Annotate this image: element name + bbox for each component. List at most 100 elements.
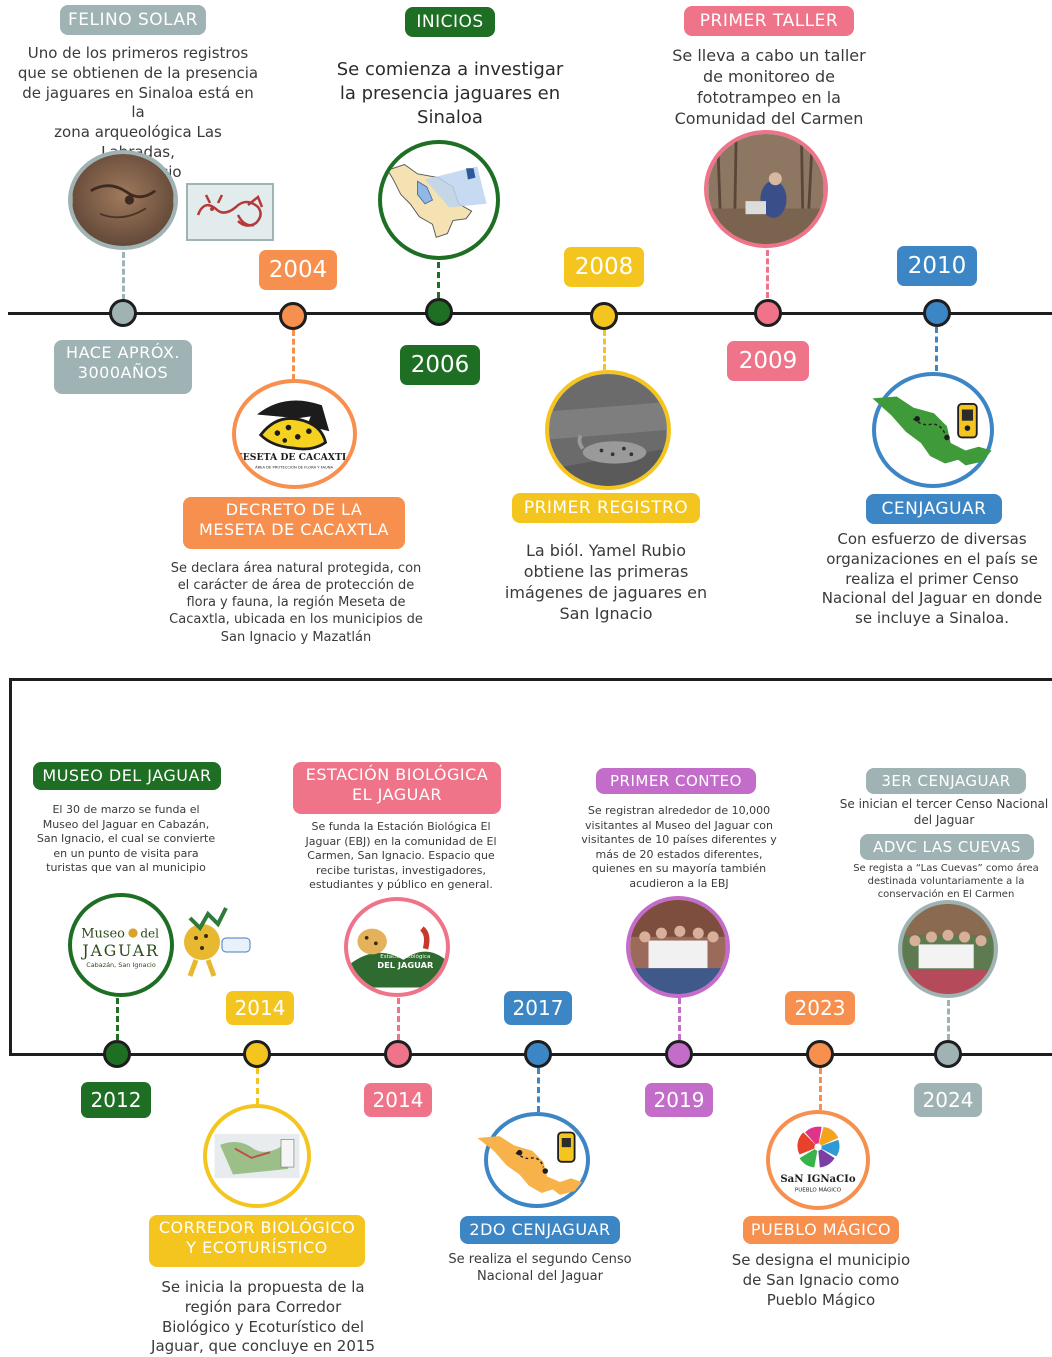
estacion-logo-line2: DEL JAGUAR [377, 960, 434, 970]
petroglyph-drawing-icon [186, 183, 274, 241]
inicios-tag: INICIOS [405, 7, 495, 37]
estacion-tag-line2: EL JAGUAR [352, 785, 442, 804]
estacion-tag-line1: ESTACIÓN BIOLÓGICA [305, 765, 489, 784]
pueblo-connector [819, 1068, 822, 1110]
museo-connector [116, 998, 119, 1040]
museo-logo-line2: JAGUAR [80, 941, 159, 960]
camera-trap-photo [545, 370, 671, 490]
segundo-connector [537, 1068, 540, 1112]
pueblo-logo-line2: PUEBLO MÁGICO [795, 1186, 842, 1193]
corredor-tag: CORREDOR BIOLÓGICO Y ECOTURÍSTICO [149, 1215, 365, 1267]
estacion-dot [384, 1040, 412, 1068]
estacion-tag: ESTACIÓN BIOLÓGICA EL JAGUAR [293, 762, 501, 814]
taller-connector [766, 250, 769, 298]
bottom-frame-top [9, 678, 1052, 681]
meseta-tag-line2: MESETA DE CACAXTLA [199, 520, 389, 539]
year-2014-estacion: 2014 [364, 1083, 432, 1117]
registro-dot [590, 302, 618, 330]
museo-logo-line1: Museo [81, 927, 125, 942]
tercer-text: Se inician el tercer Censo Nacional del … [839, 797, 1049, 827]
felino-date-line1: HACE APRÓX. [66, 343, 180, 362]
tercer-tag: 3ER CENJAGUAR [866, 768, 1026, 794]
year-2023: 2023 [785, 991, 855, 1025]
meseta-dot [279, 302, 307, 330]
taller-dot [754, 299, 782, 327]
meseta-tag-line1: DECRETO DE LA [225, 500, 363, 519]
segundo-tag: 2DO CENJAGUAR [460, 1216, 620, 1244]
corredor-tag-line2: Y ECOTURÍSTICO [186, 1238, 328, 1257]
cenjaguar-tag: CENJAGUAR [866, 494, 1002, 524]
pueblo-tag: PUEBLO MÁGICO [743, 1216, 899, 1244]
jaguar-mascot-icon [176, 898, 252, 982]
felino-dot [109, 299, 137, 327]
inicios-connector [437, 262, 440, 298]
year-2014-corredor: 2014 [226, 991, 294, 1025]
museo-dot [103, 1040, 131, 1068]
year-2010: 2010 [897, 246, 977, 286]
advc-group-photo [898, 900, 998, 998]
cenjaguar-dot [923, 299, 951, 327]
cenjaguar-text: Con esfuerzo de diversas organizaciones … [821, 530, 1043, 628]
meseta-connector [292, 330, 295, 380]
estacion-text: Se funda la Estación Biológica El Jaguar… [305, 820, 497, 892]
visitors-photo [626, 896, 730, 998]
registro-tag: PRIMER REGISTRO [512, 493, 700, 523]
mexico-gps-map [872, 372, 994, 488]
timeline-top-line [8, 312, 1052, 315]
estacion-connector [397, 998, 400, 1040]
bottom-frame-left [9, 678, 12, 1056]
year-2008: 2008 [564, 247, 644, 287]
taller-tag: PRIMER TALLER [684, 6, 854, 36]
year-2024: 2024 [914, 1083, 982, 1117]
felino-connector [122, 252, 125, 300]
taller-text: Se lleva a cabo un taller de monitoreo d… [672, 46, 866, 129]
rock-carving-photo [68, 150, 178, 250]
advc-tag: ADVC LAS CUEVAS [860, 834, 1034, 860]
year-2004-top: 2004 [259, 250, 337, 290]
advc-text: Se regista a “Las Cuevas” como área dest… [853, 863, 1039, 901]
year-2017: 2017 [504, 991, 572, 1025]
pueblo-dot [806, 1040, 834, 1068]
inicios-text: Se comienza a investigar la presencia ja… [336, 59, 564, 128]
conteo-dot [665, 1040, 693, 1068]
year-2006: 2006 [400, 345, 480, 385]
year-2009: 2009 [727, 341, 809, 381]
year-2012: 2012 [81, 1082, 151, 1118]
registro-connector [603, 330, 606, 370]
pueblo-logo-line1: SaN IGNaCIo [780, 1173, 856, 1185]
segundo-text: Se realiza el segundo Censo Nacional del… [448, 1252, 632, 1285]
cenjaguar-connector [935, 327, 938, 371]
inicios-dot [425, 298, 453, 326]
corredor-tag-line1: CORREDOR BIOLÓGICO [158, 1218, 356, 1237]
meseta-tag: DECRETO DE LA MESETA DE CACAXTLA [183, 497, 405, 549]
meseta-logo-sub: ÁREA DE PROTECCIÓN DE FLORA Y FAUNA [255, 464, 333, 469]
pueblo-text: Se designa el municipio de San Ignacio c… [731, 1251, 911, 1309]
workshop-photo [704, 130, 828, 248]
conteo-connector [678, 998, 681, 1040]
year-2019: 2019 [645, 1083, 713, 1117]
conteo-text: Se registran alrededor de 10,000 visitan… [581, 804, 777, 890]
meseta-logo-text: MESETA DE CACAXTLA [236, 452, 353, 463]
museo-tag: MUSEO DEL JAGUAR [33, 762, 221, 790]
felino-solar-tag: FELINO SOLAR [60, 5, 206, 35]
museo-logo-del: del [140, 927, 159, 941]
conteo-tag: PRIMER CONTEO [596, 768, 756, 794]
felino-date-line2: 3000AÑOS [77, 363, 169, 382]
tercer-connector [947, 1000, 950, 1040]
corredor-connector [256, 1068, 259, 1104]
segundo-dot [524, 1040, 552, 1068]
corredor-text: Se inicia la propuesta de la región para… [151, 1278, 375, 1356]
museo-text: El 30 de marzo se funda el Museo del Jag… [36, 803, 216, 875]
mexico-gps-map-2 [477, 1112, 590, 1208]
corredor-dot [243, 1040, 271, 1068]
registro-text: La biól. Yamel Rubio obtiene las primera… [504, 541, 708, 624]
meseta-text: Se declara área natural protegida, con e… [169, 561, 423, 645]
museo-logo-line3: Cabazán, San Ignacio [86, 961, 156, 969]
tercer-dot [934, 1040, 962, 1068]
corridor-map-circle [203, 1104, 311, 1208]
estacion-logo-line1: Estación Biológica [380, 953, 430, 960]
